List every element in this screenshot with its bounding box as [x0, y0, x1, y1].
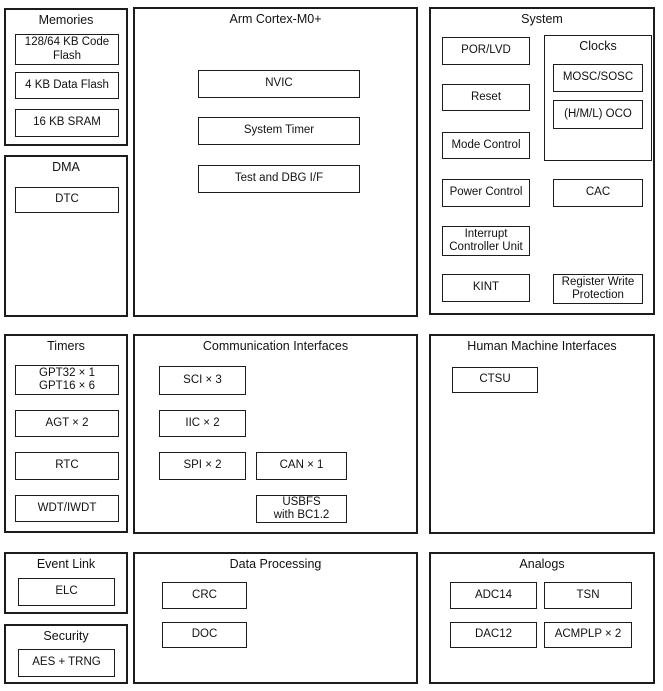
block-test-dbg-if: Test and DBG I/F: [198, 165, 360, 193]
block-code-flash: 128/64 KB Code Flash: [15, 34, 119, 65]
section-cortex: Arm Cortex-M0+ NVIC System Timer Test an…: [133, 7, 418, 317]
block-sci: SCI × 3: [159, 366, 246, 395]
section-system-title: System: [521, 12, 563, 26]
block-mode-control: Mode Control: [442, 132, 530, 159]
section-security: Security AES + TRNG: [4, 624, 128, 684]
section-timers: Timers GPT32 × 1 GPT16 × 6 AGT × 2 RTC W…: [4, 334, 128, 533]
block-acmplp: ACMPLP × 2: [544, 622, 632, 648]
block-rtc: RTC: [15, 452, 119, 480]
block-wdt-iwdt: WDT/IWDT: [15, 495, 119, 522]
section-comm-title: Communication Interfaces: [202, 339, 349, 353]
block-spi: SPI × 2: [159, 452, 246, 480]
section-human-machine-interfaces: Human Machine Interfaces CTSU: [429, 334, 655, 534]
block-data-flash: 4 KB Data Flash: [15, 72, 119, 99]
block-system-timer: System Timer: [198, 117, 360, 145]
section-analogs-title: Analogs: [519, 557, 565, 571]
block-aes-trng: AES + TRNG: [18, 649, 115, 677]
section-analogs: Analogs ADC14 TSN DAC12 ACMPLP × 2: [429, 552, 655, 684]
section-event-link: Event Link ELC: [4, 552, 128, 614]
section-memories: Memories 128/64 KB Code Flash 4 KB Data …: [4, 8, 128, 146]
section-data-processing-title: Data Processing: [229, 557, 322, 571]
block-cac: CAC: [553, 179, 643, 207]
block-mosc-sosc: MOSC/SOSC: [553, 64, 643, 92]
block-por-lvd: POR/LVD: [442, 37, 530, 65]
section-communication-interfaces: Communication Interfaces SCI × 3 IIC × 2…: [133, 334, 418, 534]
block-elc: ELC: [18, 578, 115, 606]
block-can: CAN × 1: [256, 452, 347, 480]
section-data-processing: Data Processing CRC DOC: [133, 552, 418, 684]
section-dma-title: DMA: [52, 160, 80, 174]
section-hmi-title: Human Machine Interfaces: [467, 339, 617, 353]
block-crc: CRC: [162, 582, 247, 609]
subsection-clocks: Clocks MOSC/SOSC (H/M/L) OCO: [544, 35, 652, 161]
block-nvic: NVIC: [198, 70, 360, 98]
section-memories-title: Memories: [38, 13, 94, 27]
block-iic: IIC × 2: [159, 410, 246, 437]
block-dtc: DTC: [15, 187, 119, 213]
block-register-write-protection: Register Write Protection: [553, 274, 643, 304]
block-sram: 16 KB SRAM: [15, 109, 119, 137]
block-gpt: GPT32 × 1 GPT16 × 6: [15, 365, 119, 395]
block-adc14: ADC14: [450, 582, 537, 609]
block-doc: DOC: [162, 622, 247, 648]
subsection-clocks-title: Clocks: [579, 39, 617, 53]
section-security-title: Security: [43, 629, 89, 643]
section-system: System POR/LVD Reset Mode Control Power …: [429, 7, 655, 315]
block-ctsu: CTSU: [452, 367, 538, 393]
section-cortex-title: Arm Cortex-M0+: [229, 12, 322, 26]
block-hml-oco: (H/M/L) OCO: [553, 100, 643, 129]
block-power-control: Power Control: [442, 179, 530, 207]
block-reset: Reset: [442, 84, 530, 111]
section-dma: DMA DTC: [4, 155, 128, 317]
block-tsn: TSN: [544, 582, 632, 609]
block-agt: AGT × 2: [15, 410, 119, 437]
section-timers-title: Timers: [47, 339, 85, 353]
block-dac12: DAC12: [450, 622, 537, 648]
section-event-link-title: Event Link: [36, 557, 96, 571]
block-kint: KINT: [442, 274, 530, 302]
block-usbfs: USBFS with BC1.2: [256, 495, 347, 523]
block-interrupt-controller-unit: Interrupt Controller Unit: [442, 226, 530, 256]
